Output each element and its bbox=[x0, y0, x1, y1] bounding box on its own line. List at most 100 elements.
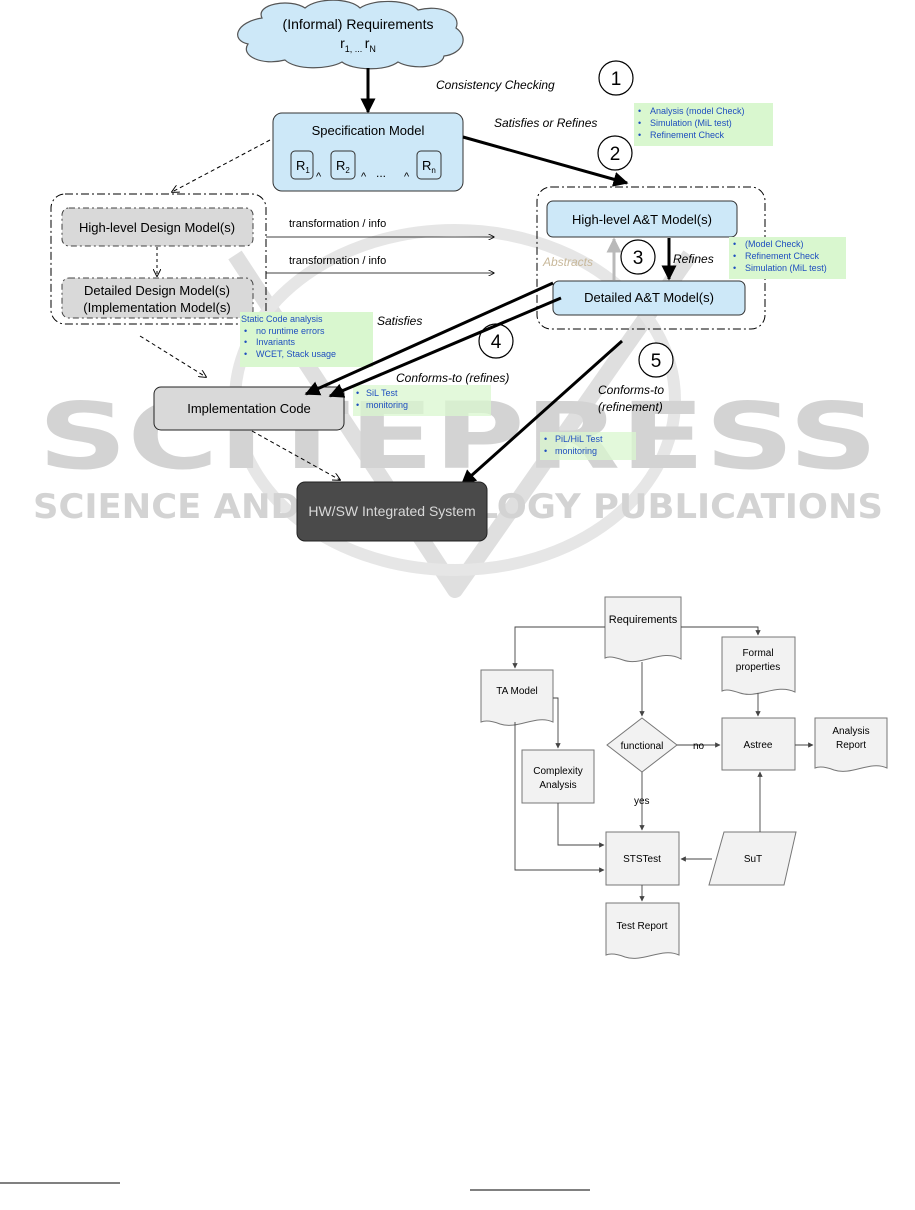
fc-analysis-report-label-2: Report bbox=[836, 740, 866, 751]
note-item: no runtime errors bbox=[256, 326, 325, 336]
consistency-label: Consistency Checking bbox=[436, 78, 555, 92]
svg-text:3: 3 bbox=[633, 248, 644, 269]
high-level-design-box: High-level Design Model(s) bbox=[61, 207, 254, 247]
high-level-design-label: High-level Design Model(s) bbox=[79, 220, 235, 235]
detailed-at-label: Detailed A&T Model(s) bbox=[584, 290, 714, 305]
satisfies-or-refines-label: Satisfies or Refines bbox=[494, 116, 597, 130]
arrow-spec-to-at bbox=[462, 135, 629, 187]
note-analysis: • Analysis (model Check) • Simulation (M… bbox=[634, 103, 773, 146]
fc-test-report-label: Test Report bbox=[616, 921, 667, 932]
fc-sut: SuT bbox=[708, 831, 797, 886]
design-models-container bbox=[50, 193, 267, 325]
detailed-design-label-1: Detailed Design Model(s) bbox=[84, 283, 230, 298]
specification-model-box: Specification Model R1 ^ R2 ^ ... ^ Rn bbox=[272, 112, 464, 192]
svg-text:2: 2 bbox=[610, 144, 621, 165]
arrow-at-to-hwsw bbox=[460, 339, 623, 486]
requirements-cloud: (Informal) Requirements r1, ... rN bbox=[237, 0, 464, 70]
and-symbol-3: ^ bbox=[404, 171, 410, 183]
arrow-at-to-impl-1 bbox=[304, 281, 554, 396]
fc-functional-label: functional bbox=[621, 741, 664, 752]
requirements-title: (Informal) Requirements bbox=[283, 16, 434, 32]
step-circle-2: 2 bbox=[597, 135, 633, 171]
hw-sw-system-label: HW/SW Integrated System bbox=[308, 503, 475, 519]
svg-text:5: 5 bbox=[651, 351, 662, 372]
specification-model-title: Specification Model bbox=[312, 123, 425, 138]
svg-text:1: 1 bbox=[611, 69, 622, 90]
satisfies-label: Satisfies bbox=[377, 314, 422, 328]
note-item: (Model Check) bbox=[745, 239, 804, 249]
svg-text:•: • bbox=[733, 263, 736, 273]
implementation-code-box: Implementation Code bbox=[153, 386, 345, 431]
step-circle-3: 3 bbox=[620, 239, 656, 275]
note-item: Analysis (model Check) bbox=[650, 106, 745, 116]
svg-text:•: • bbox=[638, 118, 641, 128]
fc-ststest: STSTest bbox=[605, 831, 680, 886]
fc-formal-label-1: Formal bbox=[742, 648, 773, 659]
hw-sw-system-box: HW/SW Integrated System bbox=[296, 481, 488, 542]
conforms-refinement-label-1: Conforms-to bbox=[598, 383, 664, 397]
svg-text:•: • bbox=[733, 251, 736, 261]
note-item: SiL Test bbox=[366, 388, 398, 398]
conforms-refinement-label-2: (refinement) bbox=[598, 400, 663, 414]
svg-text:4: 4 bbox=[491, 332, 502, 353]
detailed-at-box: Detailed A&T Model(s) bbox=[552, 280, 746, 316]
note-sil: • SiL Test • monitoring bbox=[353, 385, 491, 416]
svg-text:•: • bbox=[244, 337, 247, 347]
svg-text:•: • bbox=[356, 400, 359, 410]
high-level-at-box: High-level A&T Model(s) bbox=[546, 200, 738, 238]
and-symbol-1: ^ bbox=[316, 171, 322, 183]
static-code-title: Static Code analysis bbox=[241, 314, 323, 324]
transformation-label-2: transformation / info bbox=[289, 255, 386, 267]
svg-text:•: • bbox=[356, 388, 359, 398]
fc-analysis-report-label-1: Analysis bbox=[832, 726, 869, 737]
abstracts-label: Abstracts bbox=[542, 255, 593, 269]
fc-analysis-report: Analysis Report bbox=[814, 717, 888, 772]
note-item: Refinement Check bbox=[745, 251, 820, 261]
fc-complexity-label-1: Complexity bbox=[533, 766, 582, 777]
detailed-design-label-2: (Implementation Model(s) bbox=[83, 300, 230, 315]
note-item: WCET, Stack usage bbox=[256, 349, 336, 359]
svg-text:•: • bbox=[244, 349, 247, 359]
fc-requirements: Requirements bbox=[604, 596, 682, 662]
step-circle-5: 5 bbox=[638, 342, 674, 378]
arrow-design-to-impl bbox=[139, 335, 206, 377]
svg-text:•: • bbox=[544, 434, 547, 444]
transformation-label-1: transformation / info bbox=[289, 218, 386, 230]
svg-text:•: • bbox=[544, 446, 547, 456]
and-symbol-2: ^ bbox=[361, 171, 367, 183]
r1-label: R1 bbox=[296, 158, 310, 175]
fc-sut-label: SuT bbox=[744, 854, 762, 865]
fc-ta-model: TA Model bbox=[480, 669, 554, 726]
arrow-spec-to-design bbox=[172, 139, 271, 192]
fc-ststest-label: STSTest bbox=[623, 854, 661, 865]
note-static-code: Static Code analysis • no runtime errors… bbox=[240, 312, 373, 367]
fc-formal-properties: Formal properties bbox=[721, 636, 796, 695]
fc-no-label: no bbox=[693, 741, 705, 752]
step-circle-1: 1 bbox=[598, 60, 634, 96]
detailed-design-box: Detailed Design Model(s) (Implementation… bbox=[61, 277, 254, 319]
arrow-impl-to-hwsw bbox=[251, 430, 340, 480]
high-level-at-label: High-level A&T Model(s) bbox=[572, 212, 712, 227]
svg-text:•: • bbox=[733, 239, 736, 249]
fc-astree: Astree bbox=[721, 717, 796, 771]
note-refines: • (Model Check) • Refinement Check • Sim… bbox=[729, 237, 846, 279]
fc-yes-label: yes bbox=[634, 796, 650, 807]
note-item: Refinement Check bbox=[650, 130, 725, 140]
note-item: monitoring bbox=[555, 446, 597, 456]
note-item: Invariants bbox=[256, 337, 296, 347]
note-item: Simulation (MiL test) bbox=[650, 118, 732, 128]
svg-text:•: • bbox=[638, 106, 641, 116]
svg-text:•: • bbox=[244, 326, 247, 336]
fc-complexity-analysis: Complexity Analysis bbox=[521, 749, 595, 804]
fc-test-report: Test Report bbox=[605, 902, 680, 959]
fc-complexity-label-2: Analysis bbox=[539, 780, 576, 791]
svg-text:•: • bbox=[638, 130, 641, 140]
implementation-code-label: Implementation Code bbox=[187, 401, 311, 416]
note-pil: • PiL/HiL Test • monitoring bbox=[540, 432, 636, 460]
note-item: monitoring bbox=[366, 400, 408, 410]
note-item: Simulation (MiL test) bbox=[745, 263, 827, 273]
step-circle-4: 4 bbox=[478, 323, 514, 359]
fc-formal-label-2: properties bbox=[736, 662, 780, 673]
requirements-range: r1, ... rN bbox=[340, 35, 376, 54]
